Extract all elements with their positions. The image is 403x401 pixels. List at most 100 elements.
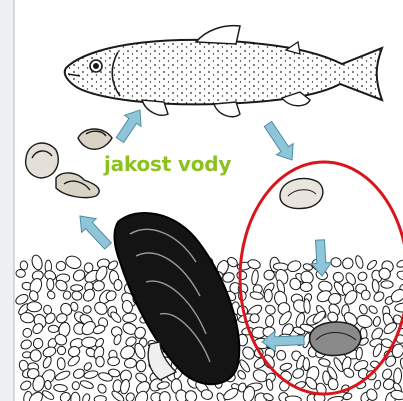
gravel-pebble [303, 358, 309, 371]
gravel-pebble [53, 384, 67, 392]
gravel-pebble [94, 395, 107, 401]
gravel-pebble [64, 254, 83, 271]
juvenile-mussel [310, 322, 361, 355]
gravel-pebble [79, 379, 94, 390]
gravel-pebble [159, 392, 170, 401]
gravel-pebble [354, 255, 364, 269]
gravel-pebble [291, 367, 305, 380]
gravel-pebble [33, 338, 43, 349]
gravel-pebble [358, 303, 369, 315]
gravel-pebble [236, 271, 247, 280]
gravel-pebble [21, 327, 33, 339]
shell-top [78, 129, 112, 149]
gravel-pebble [54, 369, 71, 382]
gravel-pebble [57, 357, 66, 370]
gravel-pebble [341, 256, 355, 270]
gravel-pebble [81, 337, 97, 348]
gravel-pebble [83, 370, 98, 380]
gravel-pebble [41, 389, 55, 401]
gravel-pebble [361, 290, 370, 300]
gravel-pebble [48, 325, 59, 332]
gravel-pebble [356, 347, 363, 360]
fish [65, 26, 382, 117]
gravel-pebble [250, 314, 260, 323]
gravel-pebble [285, 396, 301, 401]
gravel-pebble [393, 368, 402, 384]
shell-left [26, 143, 59, 178]
fish-dorsal-fin [196, 26, 240, 44]
gravel-pebble [286, 259, 302, 274]
gravel-pebble [395, 303, 403, 313]
gravel-pebble [124, 358, 137, 369]
gravel-pebble [42, 355, 53, 369]
gravel-pebble [249, 291, 264, 301]
gravel-pebble [136, 360, 146, 372]
gravel-pebble [107, 357, 119, 366]
gravel-pebble [342, 392, 352, 400]
gravel-pebble [264, 303, 277, 316]
gravel-pebble [83, 305, 92, 314]
gravel-pebble [71, 285, 83, 292]
gravel-pebble [114, 279, 122, 290]
gravel-pebble [72, 367, 86, 379]
gravel-pebble [19, 260, 28, 270]
gravel-pebble [396, 269, 403, 281]
gravel-pebble [30, 350, 41, 362]
arrow-adult-to-shells [80, 216, 111, 249]
water-quality-label: jakost vody [104, 152, 231, 176]
mussel-shells [26, 129, 112, 198]
arrow-glochidium-to-gravel [311, 240, 331, 276]
gravel-pebble [119, 379, 130, 395]
gravel-pebble [264, 270, 275, 280]
gravel-pebble [381, 281, 393, 289]
arrow-fish-to-glochidium [264, 122, 293, 161]
fish-anal-fin [214, 102, 240, 117]
gravel-pebble [92, 280, 105, 291]
gravel-pebble [83, 361, 93, 372]
gravel-pebble [372, 290, 386, 303]
gravel-pebble [300, 282, 312, 292]
gravel-pebble [355, 314, 373, 330]
gravel-pebble [30, 254, 43, 271]
gravel-pebble [396, 259, 403, 269]
gravel-pebble [368, 304, 379, 315]
gravel-pebble [19, 379, 32, 391]
glochidium [280, 178, 323, 208]
gravel-pebble [72, 382, 79, 390]
gravel-pebble [71, 392, 80, 401]
gravel-pebble [122, 312, 137, 323]
gravel-pebble [19, 338, 32, 350]
gravel-pebble [71, 290, 83, 301]
gravel-pebble [373, 379, 382, 390]
gravel-pebble [372, 316, 381, 327]
fish-pupil [93, 63, 99, 69]
gravel-pebble [265, 315, 275, 327]
gravel-pebble [66, 354, 81, 368]
gravel-pebble [46, 278, 54, 290]
gravel-pebble [332, 271, 345, 284]
gravel-pebble [381, 367, 394, 380]
gravel-pebble [56, 261, 66, 271]
gravel-pebble [63, 290, 72, 300]
gravel-pebble [279, 362, 292, 371]
shell-bottom [56, 173, 99, 198]
gravel-pebble [27, 302, 42, 312]
gravel-pebble [57, 346, 65, 355]
fish-pelvic-fin [142, 100, 168, 115]
gravel-pebble [251, 270, 259, 285]
gravel-pebble [327, 395, 344, 401]
gravel-pebble [318, 358, 331, 368]
glochidium-shell [280, 178, 323, 208]
gravel-pebble [366, 259, 378, 271]
gravel-pebble [356, 270, 368, 282]
gravel-pebble [95, 356, 104, 367]
gravel-pebble [276, 350, 286, 361]
left-border [0, 0, 14, 401]
gravel-pebble [16, 269, 26, 278]
gravel-pebble [96, 383, 107, 395]
gravel-pebble [81, 393, 91, 401]
arrow-shells-to-fish [116, 110, 141, 143]
gravel-pebble [264, 289, 272, 302]
